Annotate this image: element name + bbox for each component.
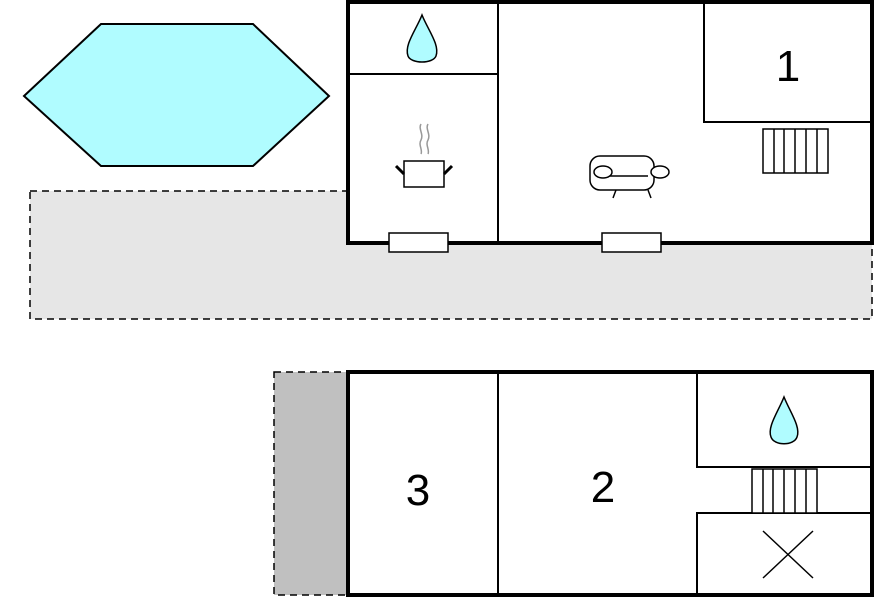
stairs-icon [762,128,829,174]
sofa-icon [589,155,670,199]
room-label-1: 1 [776,42,800,91]
shaded-area [273,371,349,596]
room-label-3: 3 [406,466,430,515]
cooking-pot-icon [394,123,454,188]
room-label-2: 2 [591,463,615,512]
pool-icon [22,23,331,167]
water-drop-icon [406,12,438,63]
cross-icon [762,530,814,579]
water-drop-icon [769,394,799,445]
lower-floor: 3 2 [346,370,874,597]
window-icon [601,232,662,253]
window-icon [388,232,449,253]
upper-floor: 1 [346,0,874,253]
stairs-icon [751,468,818,514]
